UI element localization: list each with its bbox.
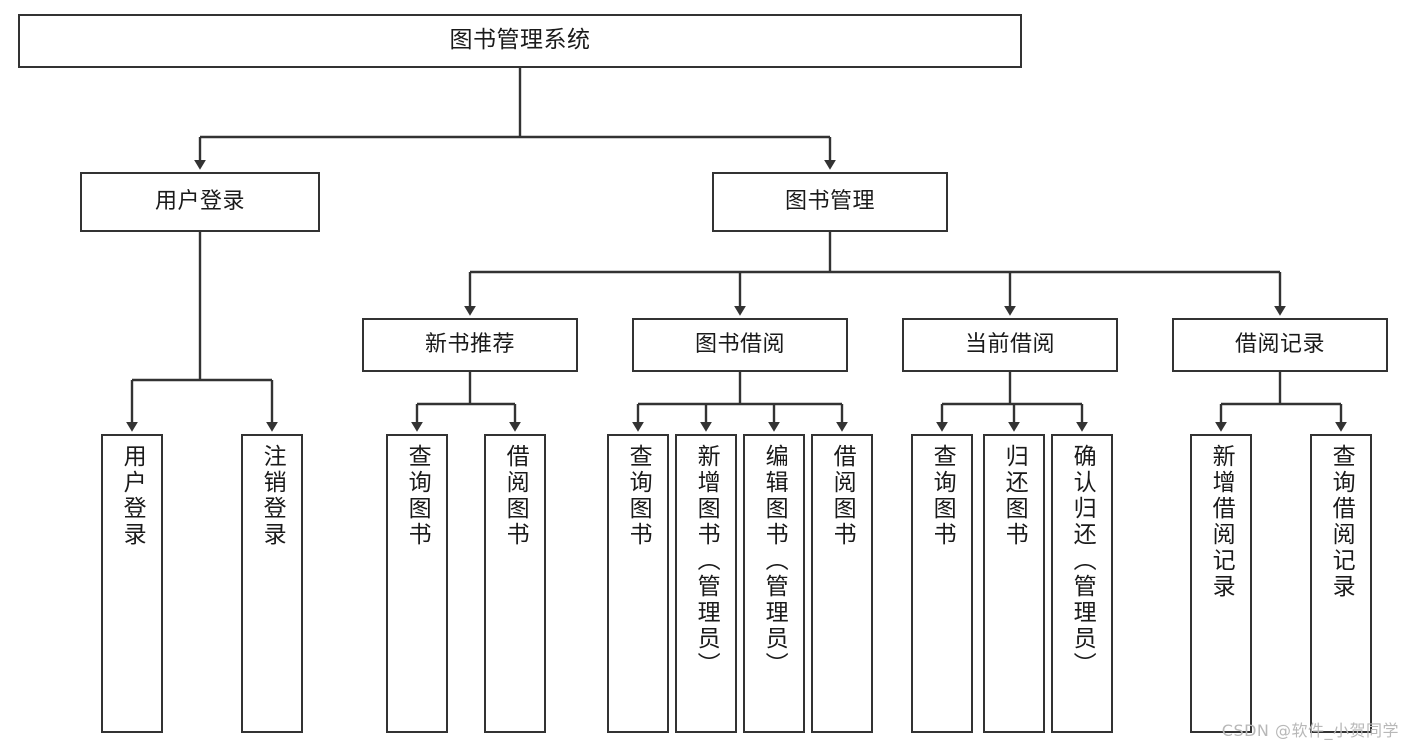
node-leaf-borrow-book-2-label: 借阅图书 <box>829 444 856 548</box>
node-leaf-query-book-2[interactable]: 查询图书 <box>607 434 669 733</box>
node-book-manage[interactable]: 图书管理 <box>712 172 948 232</box>
node-new-book-rec-label: 新书推荐 <box>424 332 515 358</box>
node-leaf-add-record-label: 新增借阅记录 <box>1208 444 1235 600</box>
node-leaf-query-book-3[interactable]: 查询图书 <box>911 434 973 733</box>
node-leaf-query-record[interactable]: 查询借阅记录 <box>1310 434 1372 733</box>
node-borrow-record[interactable]: 借阅记录 <box>1172 318 1388 372</box>
node-leaf-return-book[interactable]: 归还图书 <box>983 434 1045 733</box>
node-leaf-edit-book-label: 编辑图书（管理员） <box>761 444 788 678</box>
node-leaf-add-book[interactable]: 新增图书（管理员） <box>675 434 737 733</box>
node-leaf-confirm-return-label: 确认归还（管理员） <box>1069 444 1096 678</box>
node-book-manage-label: 图书管理 <box>784 189 875 215</box>
node-borrow-record-label: 借阅记录 <box>1234 332 1325 358</box>
node-leaf-borrow-book-1[interactable]: 借阅图书 <box>484 434 546 733</box>
node-leaf-query-book-2-label: 查询图书 <box>625 444 652 548</box>
node-root-label: 图书管理系统 <box>449 27 591 54</box>
node-user-login[interactable]: 用户登录 <box>80 172 320 232</box>
node-user-login-label: 用户登录 <box>154 189 245 215</box>
node-root[interactable]: 图书管理系统 <box>18 14 1022 68</box>
node-book-borrow[interactable]: 图书借阅 <box>632 318 848 372</box>
node-leaf-user-login-label: 用户登录 <box>119 444 146 548</box>
node-leaf-user-logout[interactable]: 注销登录 <box>241 434 303 733</box>
node-leaf-add-record[interactable]: 新增借阅记录 <box>1190 434 1252 733</box>
node-leaf-query-book-1[interactable]: 查询图书 <box>386 434 448 733</box>
node-current-borrow[interactable]: 当前借阅 <box>902 318 1118 372</box>
node-leaf-user-logout-label: 注销登录 <box>259 444 286 548</box>
node-book-borrow-label: 图书借阅 <box>694 332 785 358</box>
node-leaf-query-book-3-label: 查询图书 <box>929 444 956 548</box>
node-leaf-borrow-book-1-label: 借阅图书 <box>502 444 529 548</box>
node-leaf-confirm-return[interactable]: 确认归还（管理员） <box>1051 434 1113 733</box>
watermark-label: CSDN @软件_小贺同学 <box>1221 721 1399 740</box>
node-leaf-borrow-book-2[interactable]: 借阅图书 <box>811 434 873 733</box>
node-leaf-query-record-label: 查询借阅记录 <box>1328 444 1355 600</box>
node-leaf-add-book-label: 新增图书（管理员） <box>693 444 720 678</box>
node-leaf-user-login[interactable]: 用户登录 <box>101 434 163 733</box>
node-new-book-rec[interactable]: 新书推荐 <box>362 318 578 372</box>
node-leaf-edit-book[interactable]: 编辑图书（管理员） <box>743 434 805 733</box>
node-leaf-query-book-1-label: 查询图书 <box>404 444 431 548</box>
node-leaf-return-book-label: 归还图书 <box>1001 444 1028 548</box>
node-current-borrow-label: 当前借阅 <box>964 332 1055 358</box>
